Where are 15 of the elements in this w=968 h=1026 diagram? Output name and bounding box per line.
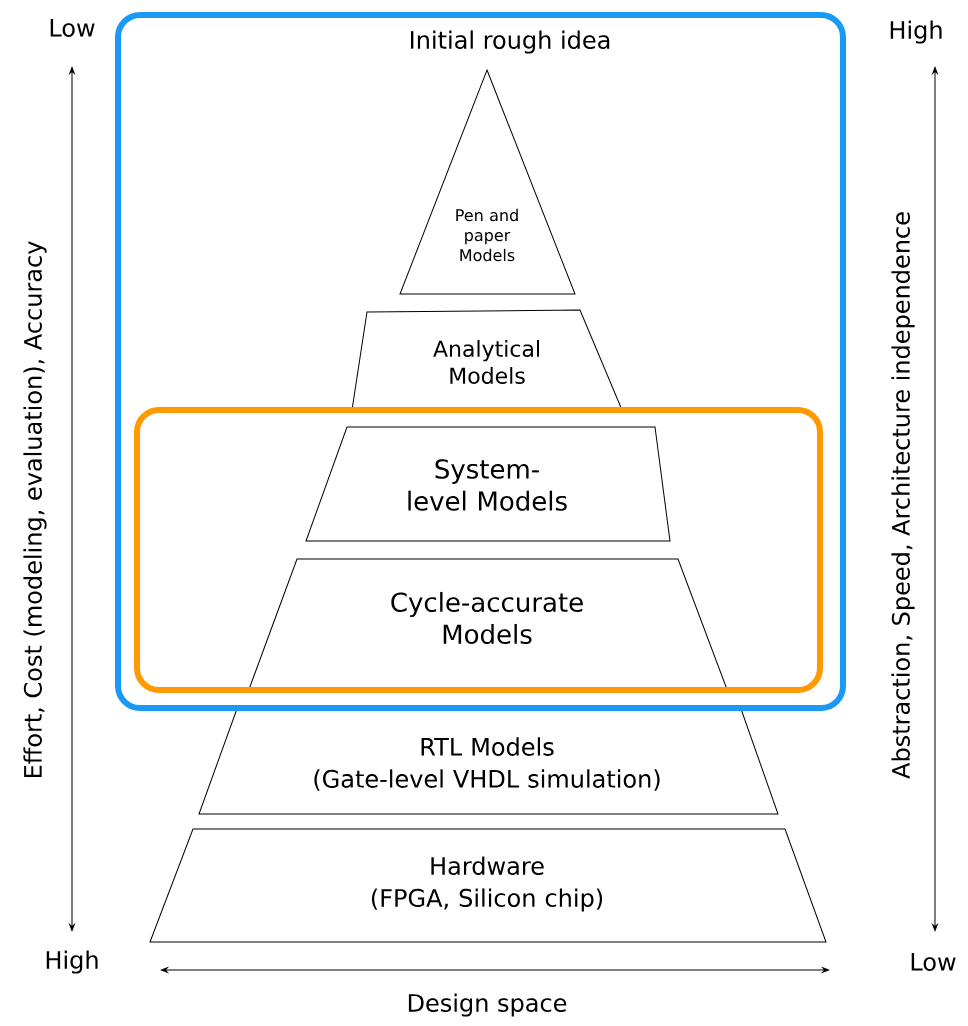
axis-label: Low (911, 953, 956, 971)
axis-title: Design space (408, 993, 567, 1017)
axis-title: Effort, Cost (modeling, evaluation), Accuracy (23, 241, 47, 778)
pyramid-level: Analytical Models (351, 309, 623, 411)
pyramid-level: Hardware (FPGA, Silicon chip) (149, 828, 827, 943)
pyramid-level: Cycle-accurate Models (247, 558, 729, 693)
pyramid-level: RTL Models (Gate-level VHDL simulation) (198, 705, 779, 815)
group-outline (134, 407, 823, 693)
axis-title: Abstraction, Speed, Architecture independence (891, 212, 915, 779)
pyramid-level: Pen and paper Models (399, 69, 576, 295)
pyramid-level: System-level Models (305, 426, 671, 542)
axis-label: High (890, 20, 942, 44)
group-outline (115, 12, 846, 711)
axis-label: Low (50, 19, 95, 37)
axis-label: High (46, 950, 98, 974)
